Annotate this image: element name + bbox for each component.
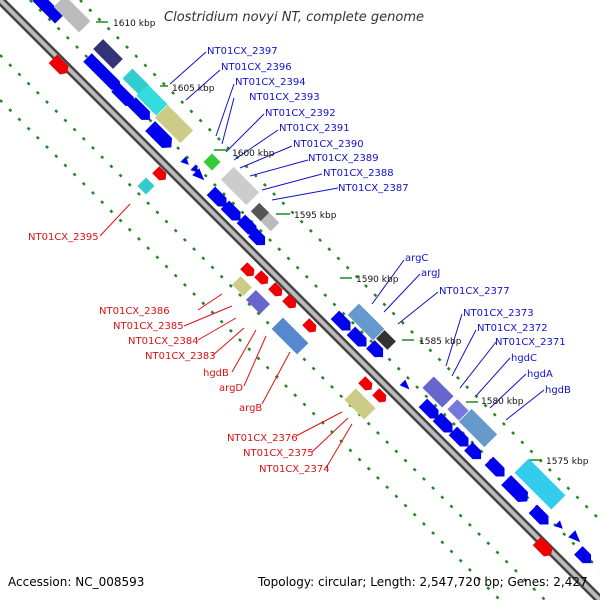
- gene-label-nt01cx-2386: NT01CX_2386: [99, 306, 170, 317]
- gene-label-nt01cx-2388: NT01CX_2388: [323, 168, 394, 179]
- gene-label-argb: argB: [239, 403, 262, 414]
- forward-leaders: [169, 51, 545, 421]
- gene-label-hgda: hgdA: [527, 369, 553, 380]
- gene-label-hgdb-forward: hgdB: [545, 385, 571, 396]
- scale-label-1580: 1580 kbp: [481, 397, 524, 407]
- gene-label-nt01cx-2376: NT01CX_2376: [227, 433, 298, 444]
- reverse-gene-labels: NT01CX_2395 NT01CX_2386 NT01CX_2385 NT01…: [28, 232, 330, 475]
- gene-label-nt01cx-2377: NT01CX_2377: [439, 286, 510, 297]
- scale-ticks: [96, 21, 542, 461]
- gene-label-nt01cx-2374: NT01CX_2374: [259, 464, 330, 475]
- gene-label-nt01cx-2385: NT01CX_2385: [113, 321, 184, 332]
- gene-label-argc: argC: [405, 253, 428, 264]
- scale-label-1610: 1610 kbp: [113, 19, 156, 29]
- gene-label-argd: argD: [219, 383, 243, 394]
- gene-label-nt01cx-2373: NT01CX_2373: [463, 308, 534, 319]
- gene-label-nt01cx-2396: NT01CX_2396: [221, 62, 292, 73]
- gene-label-nt01cx-2375: NT01CX_2375: [243, 448, 314, 459]
- forward-features: [32, 0, 566, 510]
- forward-gene-labels: NT01CX_2397 NT01CX_2396 NT01CX_2394 NT01…: [207, 46, 571, 396]
- gene-label-nt01cx-2384: NT01CX_2384: [128, 336, 199, 347]
- scale-label-1600: 1600 kbp: [232, 149, 275, 159]
- gene-label-nt01cx-2383: NT01CX_2383: [145, 351, 216, 362]
- gene-label-nt01cx-2372: NT01CX_2372: [477, 323, 548, 334]
- scale-label-1605: 1605 kbp: [172, 84, 215, 94]
- gene-label-nt01cx-2397: NT01CX_2397: [207, 46, 278, 57]
- scale-labels: 1610 kbp 1605 kbp 1600 kbp 1595 kbp 1590…: [113, 19, 589, 467]
- gene-label-hgdc: hgdC: [511, 353, 537, 364]
- gene-label-nt01cx-2394: NT01CX_2394: [235, 77, 306, 88]
- gene-label-argj: argJ: [421, 268, 440, 279]
- gene-label-nt01cx-2371: NT01CX_2371: [495, 337, 566, 348]
- gene-label-nt01cx-2391: NT01CX_2391: [279, 123, 350, 134]
- scale-label-1595: 1595 kbp: [294, 211, 337, 221]
- gene-label-hgdb-reverse: hgdB: [203, 368, 229, 379]
- scale-label-1585: 1585 kbp: [419, 337, 462, 347]
- scale-label-1575: 1575 kbp: [546, 457, 589, 467]
- gene-label-nt01cx-2390: NT01CX_2390: [293, 139, 364, 150]
- gene-label-nt01cx-2387: NT01CX_2387: [338, 183, 409, 194]
- map-title: Clostridium novyi NT, complete genome: [164, 10, 424, 25]
- gene-label-nt01cx-2392: NT01CX_2392: [265, 108, 336, 119]
- accession-text: Accession: NC_008593: [8, 575, 144, 589]
- gene-label-nt01cx-2389: NT01CX_2389: [308, 153, 379, 164]
- reverse-leaders: [99, 203, 353, 469]
- scale-label-1590: 1590 kbp: [356, 275, 399, 285]
- genome-info-text: Topology: circular; Length: 2,547,720 bp…: [257, 575, 588, 589]
- gene-label-nt01cx-2393: NT01CX_2393: [249, 92, 320, 103]
- gene-label-nt01cx-2395: NT01CX_2395: [28, 232, 99, 243]
